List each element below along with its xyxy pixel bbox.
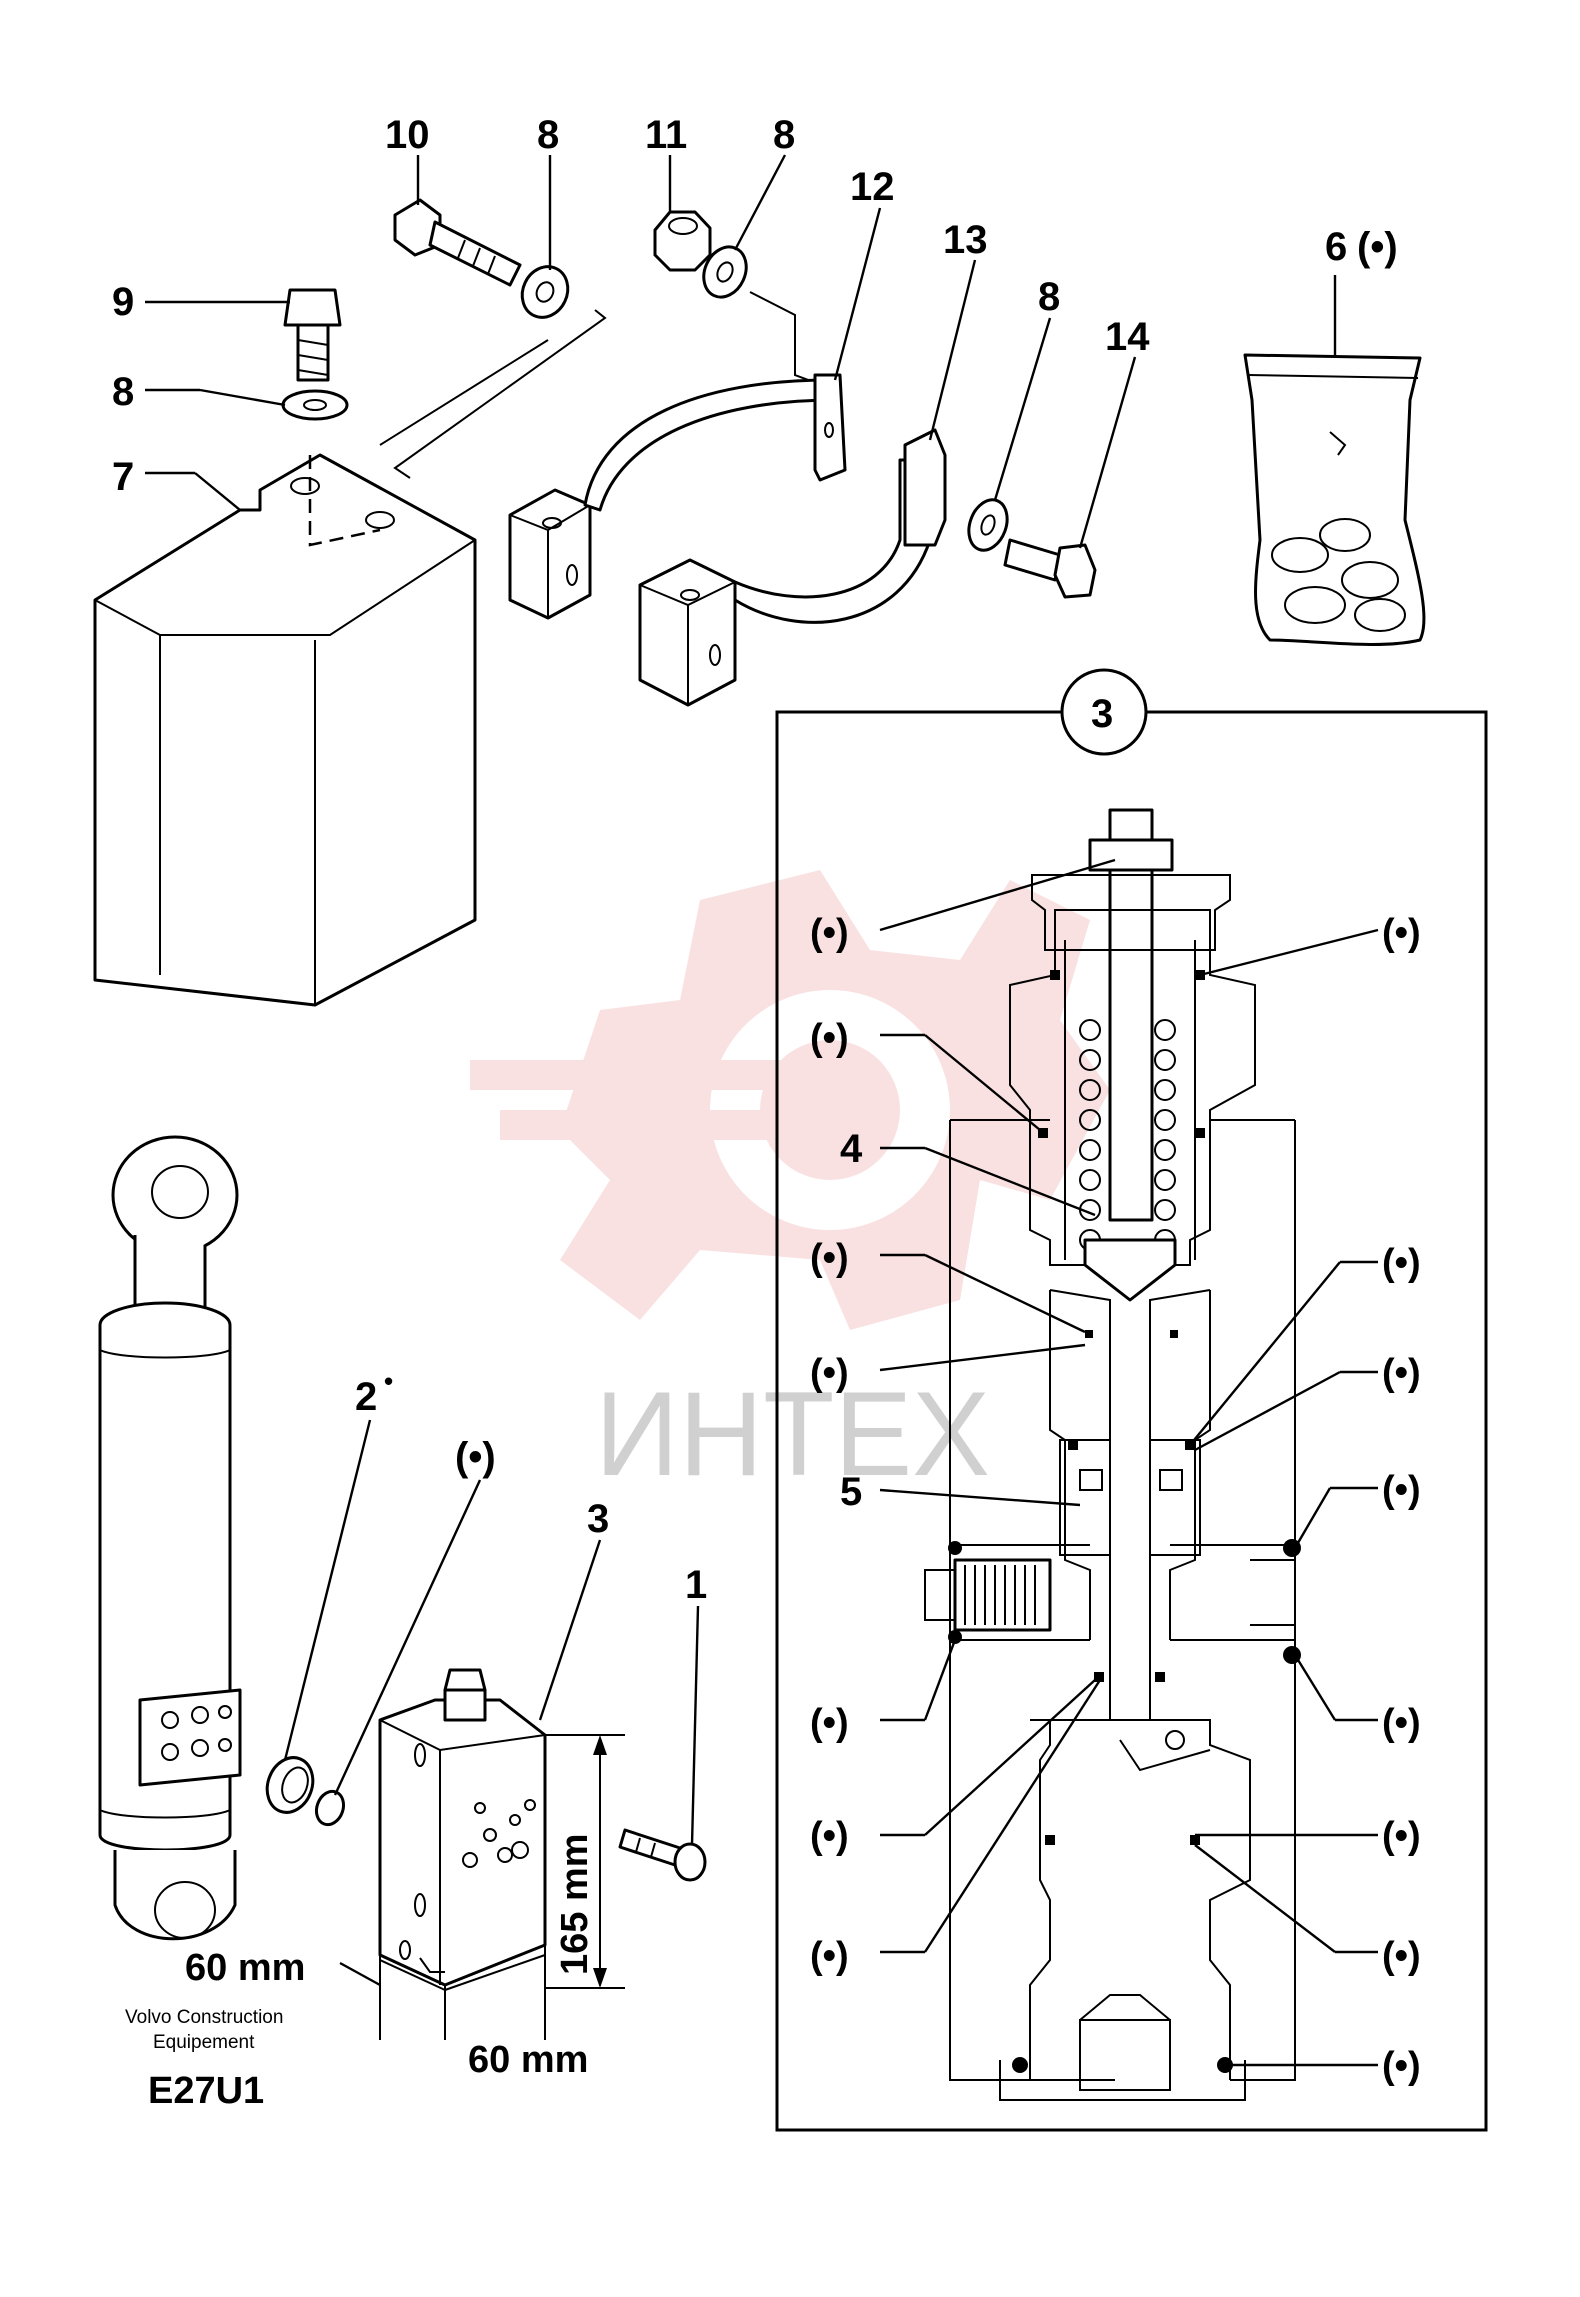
washer-part-8-right <box>967 498 1009 552</box>
callout-6: 6 <box>1325 225 1347 269</box>
bolt-part-14 <box>1003 538 1097 599</box>
callout-5: 5 <box>840 1470 862 1514</box>
callout-7: 7 <box>112 455 134 499</box>
seal-marker-5: (•) <box>810 1352 849 1394</box>
watermark-text: ИНТЕХ <box>595 1367 990 1501</box>
callout-8-left: 8 <box>112 370 134 414</box>
callout-2: 2 <box>355 1375 377 1419</box>
seal-marker-13: (•) <box>810 1935 849 1977</box>
seal-marker-10: (•) <box>1382 1702 1421 1744</box>
seal-marker-15: (•) <box>1382 2045 1421 2087</box>
detail-badge-3 <box>1060 668 1148 756</box>
callout-14: 14 <box>1105 315 1150 359</box>
seal-marker-12: (•) <box>1382 1815 1421 1857</box>
seal-marker-1: (•) <box>810 912 849 954</box>
seal-marker-8: (•) <box>1382 1469 1421 1511</box>
callout-12: 12 <box>850 165 895 209</box>
hydraulic-cylinder <box>98 1135 242 1941</box>
callout-1: 1 <box>685 1563 707 1607</box>
callout-4: 4 <box>840 1127 863 1171</box>
seal-marker-11: (•) <box>810 1815 849 1857</box>
nut-part-11 <box>653 210 712 272</box>
screw-part-1 <box>618 1828 707 1882</box>
callout-3: 3 <box>587 1497 609 1541</box>
dimension-height <box>545 1734 625 1989</box>
callout-8-nut: 8 <box>773 113 795 157</box>
dimension-height-label: 165 mm <box>554 1833 596 1975</box>
bolt-part-9 <box>283 288 342 382</box>
dimension-width-label-a: 60 mm <box>185 1947 305 1989</box>
seal-marker-6: (•) <box>1382 1242 1421 1284</box>
tank-part-7 <box>93 453 477 1007</box>
detail-badge-3-label: 3 <box>1091 692 1113 736</box>
dimension-width <box>339 1945 546 2040</box>
callout-10: 10 <box>385 113 430 157</box>
callout-9: 9 <box>112 280 134 324</box>
seal-marker-7: (•) <box>1382 1352 1421 1394</box>
watermark-gear-logo <box>470 870 1110 1330</box>
callout-o-ring: (•) <box>455 1435 496 1479</box>
seal-kit-bag-part-6 <box>1243 353 1426 646</box>
washer-part-8-left <box>281 389 349 421</box>
brand-line-1: Volvo Construction <box>125 2007 283 2028</box>
callout-6-marker: (•) <box>1357 225 1398 269</box>
seal-marker-3: (•) <box>810 1017 849 1059</box>
washer-part-8-upper <box>520 265 570 319</box>
dimension-width-label-b: 60 mm <box>468 2039 588 2081</box>
seal-marker-14: (•) <box>1382 1935 1421 1977</box>
valve-block-part-3 <box>378 1668 547 1987</box>
seal-points <box>948 970 1301 2073</box>
seal-marker-2: (•) <box>1382 912 1421 954</box>
callout-8-right: 8 <box>1038 275 1060 319</box>
seal-marker-4: (•) <box>810 1237 849 1279</box>
seal-marker-9: (•) <box>810 1702 849 1744</box>
bolt-part-10 <box>393 198 522 287</box>
valve-cross-section <box>924 808 1296 2101</box>
clamp-part-13 <box>638 373 947 707</box>
callout-8-upper: 8 <box>537 113 559 157</box>
brand-line-2: Equipement <box>153 2032 255 2053</box>
callout-2-marker: • <box>384 1366 393 1396</box>
seal-ring-part-2 <box>265 1756 315 1814</box>
o-ring <box>314 1789 346 1827</box>
callout-11: 11 <box>645 113 687 157</box>
drawing-code: E27U1 <box>148 2070 264 2112</box>
callout-13: 13 <box>943 218 988 262</box>
